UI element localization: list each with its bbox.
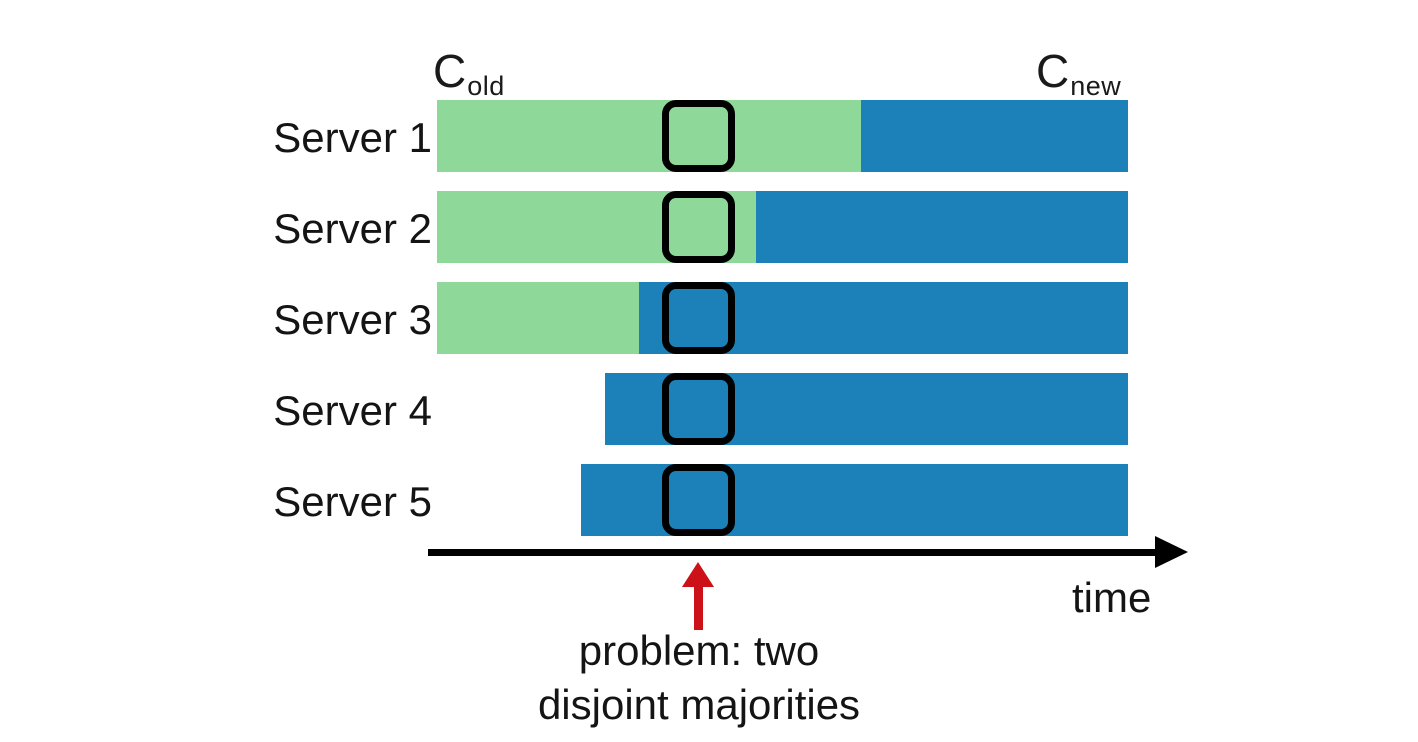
segment-cnew-server-2 bbox=[756, 191, 1128, 263]
config-label-cold: Cold bbox=[433, 45, 504, 100]
timeline-bar-server-1 bbox=[437, 100, 1128, 172]
config-label-cnew-base: C bbox=[1036, 45, 1070, 97]
caption-line-2: disjoint majorities bbox=[537, 680, 861, 728]
row-label-server-5: Server 5 bbox=[273, 478, 432, 525]
callout-arrow-up-icon bbox=[682, 562, 714, 587]
segment-cold-server-1 bbox=[437, 100, 861, 172]
segment-cnew-server-3 bbox=[639, 282, 1128, 354]
config-label-cold-subscript: old bbox=[467, 71, 505, 101]
segment-cnew-server-4 bbox=[605, 373, 1128, 445]
row-label-server-1: Server 1 bbox=[273, 114, 432, 161]
highlight-box-server-4 bbox=[662, 373, 735, 445]
timeline-bar-server-3 bbox=[437, 282, 1128, 354]
time-axis-line bbox=[428, 549, 1163, 556]
row-label-server-2: Server 2 bbox=[273, 205, 432, 252]
timeline-bar-server-4 bbox=[605, 373, 1128, 445]
time-axis-label: time bbox=[1072, 574, 1152, 621]
segment-cold-server-3 bbox=[437, 282, 639, 354]
highlight-box-server-5 bbox=[662, 464, 735, 536]
timeline-bar-server-2 bbox=[437, 191, 1128, 263]
caption-line-1: problem: two bbox=[578, 627, 820, 674]
time-axis-arrowhead-icon bbox=[1155, 536, 1188, 568]
row-label-server-4: Server 4 bbox=[273, 387, 432, 434]
highlight-box-server-2 bbox=[662, 191, 735, 263]
segment-cold-server-2 bbox=[437, 191, 756, 263]
config-label-cold-base: C bbox=[433, 45, 467, 97]
config-label-cnew-subscript: new bbox=[1070, 71, 1122, 101]
segment-cnew-server-1 bbox=[861, 100, 1128, 172]
config-label-cnew: Cnew bbox=[1036, 45, 1121, 100]
row-label-server-3: Server 3 bbox=[273, 296, 432, 343]
callout-arrow-shaft bbox=[694, 580, 703, 630]
highlight-box-server-3 bbox=[662, 282, 735, 354]
highlight-box-server-1 bbox=[662, 100, 735, 172]
caption: problem: two disjoint majorities bbox=[399, 624, 999, 732]
